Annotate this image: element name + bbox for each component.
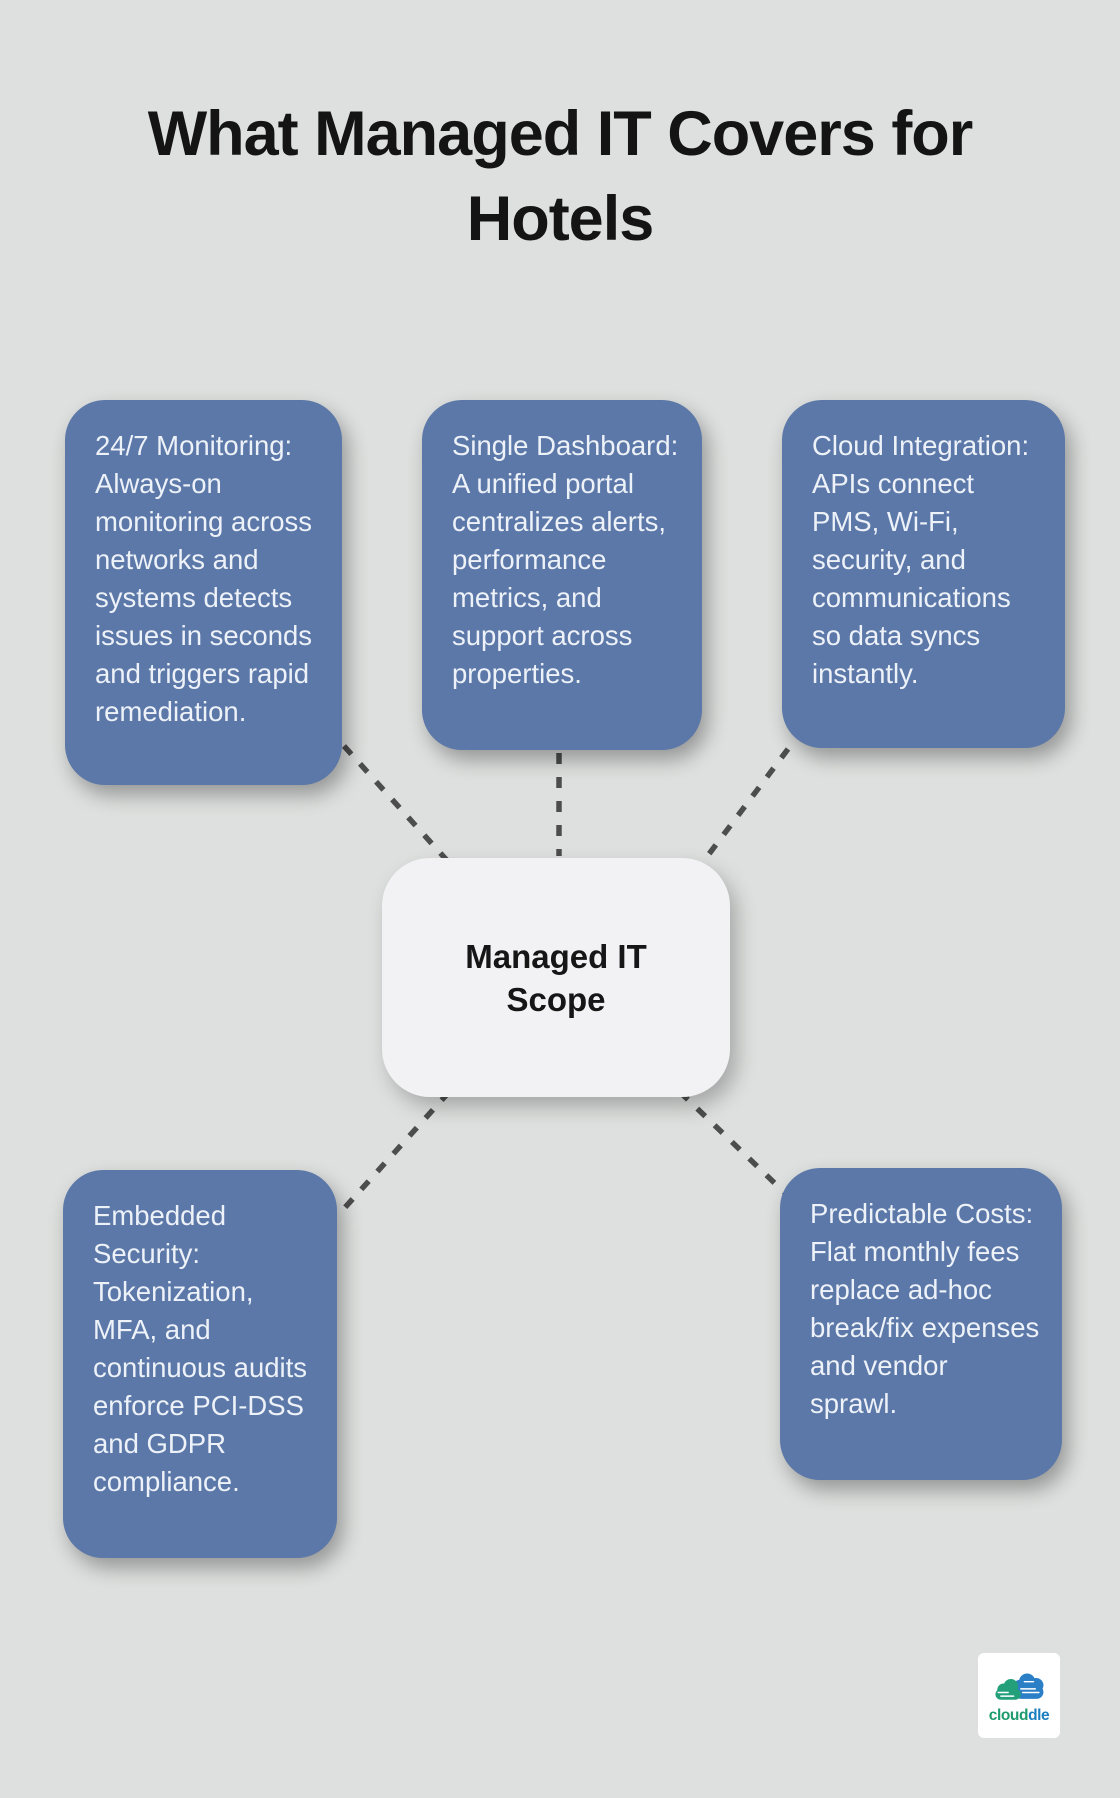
brand-wordmark-green: cloud — [988, 1706, 1029, 1724]
branch-box-dashboard: Single Dashboard: A unified portal centr… — [422, 400, 702, 750]
page-title: What Managed IT Covers for Hotels — [147, 99, 974, 254]
branch-box-cloud-integration: Cloud Integration: APIs connect PMS, Wi-… — [782, 400, 1065, 748]
connector-monitoring-center — [341, 744, 455, 868]
branch-text-dashboard: Single Dashboard: A unified portal centr… — [452, 430, 679, 689]
brand-logo: clouddle — [978, 1653, 1060, 1738]
brand-wordmark-blue: dle — [1028, 1706, 1050, 1724]
cloud-logo-icon — [995, 1673, 1044, 1700]
branch-box-embedded-security: Embedded Security: Tokenization, MFA, an… — [63, 1170, 337, 1558]
connector-center-costs — [678, 1090, 788, 1196]
branch-text-cloud-integration: Cloud Integration: APIs connect PMS, Wi-… — [812, 430, 1030, 689]
branch-box-monitoring: 24/7 Monitoring: Always-on monitoring ac… — [65, 400, 342, 785]
connector-cloud-center — [697, 747, 791, 868]
brand-wordmark: clouddle — [988, 1706, 1050, 1724]
center-node-label: Managed IT Scope — [465, 937, 647, 1018]
branch-text-monitoring: 24/7 Monitoring: Always-on monitoring ac… — [95, 430, 313, 727]
connector-center-security — [337, 1090, 452, 1215]
branch-text-predictable-costs: Predictable Costs: Flat monthly fees rep… — [810, 1198, 1040, 1419]
center-node: Managed IT Scope — [382, 858, 730, 1097]
branch-box-predictable-costs: Predictable Costs: Flat monthly fees rep… — [780, 1168, 1062, 1480]
branch-text-embedded-security: Embedded Security: Tokenization, MFA, an… — [93, 1200, 308, 1497]
